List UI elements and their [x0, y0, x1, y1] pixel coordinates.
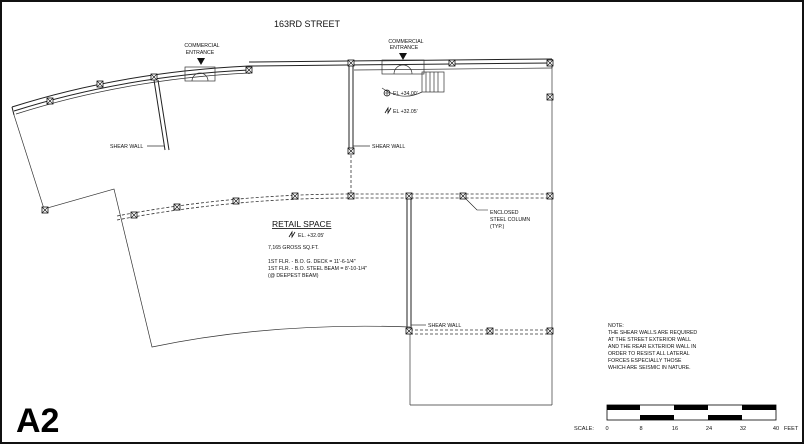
column-note-line3: (TYP.) — [490, 224, 505, 230]
steel-column — [347, 59, 355, 67]
sheet-number: A2 — [16, 402, 59, 440]
scale-tick: 24 — [706, 426, 712, 432]
steel-column — [546, 327, 554, 335]
scale-tick: 16 — [672, 426, 678, 432]
entrance-arrow-right — [399, 53, 407, 60]
storefront-wall-right — [248, 58, 553, 71]
scale-label: SCALE: — [574, 426, 594, 432]
room-note-1: 1ST FLR. - B.O. G. DECK = 11'-6-1/4" — [268, 259, 356, 265]
shear-wall-center — [348, 66, 370, 150]
storefront-wall — [11, 65, 250, 116]
steel-column — [232, 197, 240, 205]
entrance-label-right-line2: ENTRANCE — [390, 45, 419, 51]
room-note-2: 1ST FLR. - B.O. STEEL BEAM = 8'-10-1/4" — [268, 266, 367, 272]
steel-column — [173, 203, 181, 211]
elevation-lower-label: EL +32.05' — [393, 109, 418, 115]
entrance-arrow-left — [197, 58, 205, 65]
column-callout-leader — [465, 198, 488, 211]
entrance-vestibule-right — [381, 59, 445, 97]
scale-tick: 0 — [605, 426, 608, 432]
steel-column — [46, 97, 54, 105]
exterior-outline — [13, 63, 553, 406]
general-note-line: FORCES ESPECIALLY THOSE — [608, 358, 682, 364]
steel-column — [486, 327, 494, 335]
shear-wall-rear — [406, 194, 426, 332]
steel-column — [405, 327, 413, 335]
steel-column — [405, 192, 413, 200]
column-note-line1: ENCLOSED — [490, 210, 519, 216]
beam-line-mid-b — [116, 197, 552, 221]
steel-column — [291, 192, 299, 200]
general-note-line: AT THE STREET EXTERIOR WALL — [608, 337, 691, 343]
steel-column — [130, 211, 138, 219]
scale-tick: 8 — [639, 426, 642, 432]
general-note-line: NOTE: — [608, 323, 624, 329]
steel-column — [546, 93, 554, 101]
entrance-label-left-line1: COMMERCIAL — [184, 43, 219, 49]
steel-column — [41, 206, 49, 214]
general-note-line: ORDER TO RESIST ALL LATERAL — [608, 351, 690, 357]
scale-bar: SCALE: 0 8 16 24 32 40 FEET — [574, 404, 799, 432]
entrance-label-right-line1: COMMERCIAL — [388, 39, 423, 45]
steel-column — [245, 66, 253, 74]
general-note-line: WHICH ARE SEISMIC IN NATURE. — [608, 365, 691, 371]
room-elevation-symbol — [288, 230, 296, 239]
column-note-line2: STEEL COLUMN — [490, 217, 530, 223]
steel-column — [546, 59, 554, 67]
scale-unit: FEET — [784, 426, 799, 432]
general-note: NOTE: THE SHEAR WALLS ARE REQUIRED AT TH… — [608, 323, 697, 371]
steel-column — [347, 147, 355, 155]
steel-column — [459, 192, 467, 200]
room-note-3: (@ DEEPEST BEAM) — [268, 273, 319, 279]
street-label: 163RD STREET — [274, 19, 341, 29]
elevation-upper-label: EL +34.00' — [393, 91, 418, 97]
steel-column — [347, 192, 355, 200]
steel-column — [546, 192, 554, 200]
scale-tick: 32 — [740, 426, 746, 432]
shear-wall-label-rear: SHEAR WALL — [428, 323, 461, 329]
steel-column — [448, 59, 456, 67]
general-note-line: AND THE REAR EXTERIOR WALL IN — [608, 344, 697, 350]
steel-column — [96, 80, 104, 88]
shear-wall-label-left: SHEAR WALL — [110, 144, 143, 150]
room-elevation: EL. +32.05' — [298, 233, 324, 239]
steel-column — [150, 73, 158, 81]
scale-tick: 40 — [773, 426, 779, 432]
elevation-mark-upper: EL +34.00' — [383, 89, 418, 97]
beam-line-mid-a — [116, 193, 552, 217]
general-note-line: THE SHEAR WALLS ARE REQUIRED — [608, 330, 697, 336]
elevation-mark-lower: EL +32.05' — [384, 106, 418, 115]
room-name: RETAIL SPACE — [272, 219, 332, 229]
entrance-vestibule-left — [184, 66, 216, 82]
steel-columns — [41, 59, 554, 335]
room-area: 7,165 GROSS SQ.FT. — [268, 245, 319, 251]
shear-wall-left — [147, 79, 170, 151]
entrance-label-left-line2: ENTRANCE — [186, 50, 215, 56]
shear-wall-label-center: SHEAR WALL — [372, 144, 405, 150]
